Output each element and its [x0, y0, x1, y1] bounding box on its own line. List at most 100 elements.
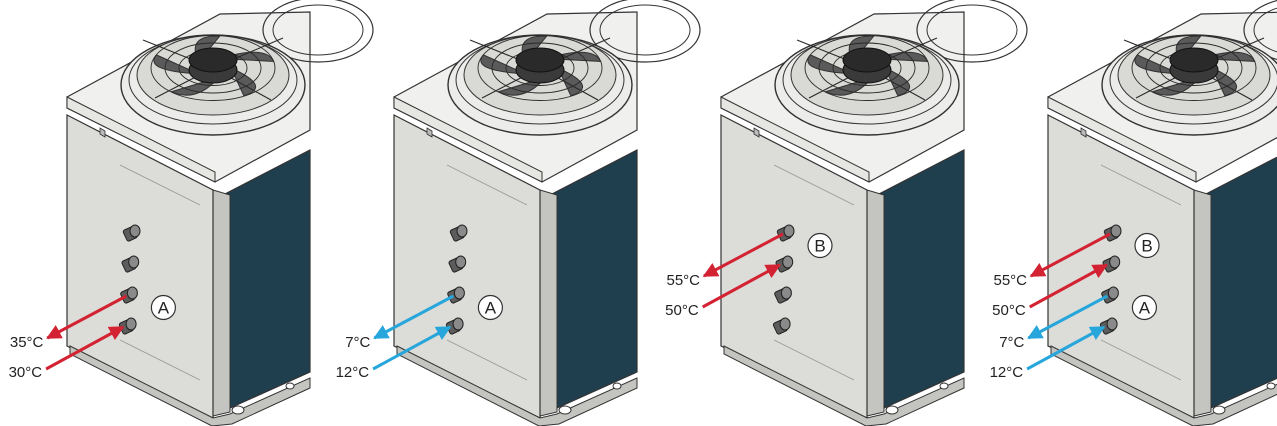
pipe-connection [445, 317, 464, 335]
outlet-temperature: 35°C [10, 334, 44, 351]
fan-ring-rear [1243, 0, 1277, 60]
pipe-connection [449, 224, 468, 242]
fan-motor-cap [188, 47, 238, 73]
heat-pump-unit-4 [1047, 0, 1277, 426]
pipe-connection [776, 224, 795, 242]
casing-notch [1080, 127, 1087, 138]
inlet-temperature: 50°C [992, 302, 1026, 319]
inlet-temperature: 50°C [665, 302, 699, 319]
pipe-stub-end [452, 317, 464, 331]
base-foot-hole [1266, 382, 1276, 390]
water-circuit-b: 55°C50°CB [665, 232, 833, 319]
fan-ring-rear [916, 0, 1028, 63]
circuit-label: B [1141, 237, 1152, 256]
base-foot-hole [612, 382, 622, 390]
casing-seam [1100, 164, 1182, 206]
fan-ring-rear [262, 0, 374, 63]
water-circuit-a: 7°C 12°C A [990, 294, 1158, 381]
outlet-temperature: 7°C [999, 334, 1024, 351]
condenser-coil [876, 149, 965, 409]
pipe-connection [774, 286, 792, 304]
casing-notch [99, 127, 106, 138]
fan-motor-cap [1169, 47, 1219, 73]
base-rail [723, 345, 965, 426]
inlet-temperature: 12°C [336, 364, 370, 381]
casing-seam [446, 339, 528, 381]
top-lip [1047, 96, 1197, 183]
pipe-stub-end [782, 255, 794, 269]
condenser-coil [222, 149, 311, 409]
fan-blade [883, 66, 911, 97]
fan-guard-wire [1145, 42, 1243, 94]
circuit-label: A [1139, 299, 1151, 318]
casing-corner [539, 189, 558, 417]
pipe-connection [448, 255, 467, 273]
pipe-stub-end [779, 317, 791, 331]
fan-ring-rear-inner [926, 4, 1018, 56]
casing-corner [866, 189, 885, 417]
fan-ring-rear [589, 0, 701, 63]
inlet-flow-arrow [1026, 325, 1106, 371]
fan-blade [1210, 66, 1238, 97]
pipe-connection [121, 255, 140, 273]
inlet-temperature: 12°C [990, 364, 1024, 381]
pipe-stub-end [780, 286, 792, 300]
outlet-flow-arrow [373, 294, 455, 340]
fan-guard-wire [150, 35, 276, 101]
outlet-temperature: 55°C [993, 272, 1027, 289]
water-circuit-a: 7°C 12°C A [336, 294, 503, 381]
pipe-stub-end [783, 224, 795, 238]
fan-guard-wire [818, 42, 916, 94]
pipe-stub-end [453, 286, 465, 300]
casing-seam [773, 339, 855, 381]
fan-blade [229, 66, 257, 97]
fan-blade [556, 66, 584, 97]
pipe-stub-end [128, 255, 140, 269]
base-rail [396, 345, 638, 426]
fan-guard-wire [491, 42, 589, 94]
top-lip [393, 96, 543, 183]
base-foot-hole [885, 405, 899, 415]
water-circuit-a: 35°C30°CA [9, 294, 176, 381]
fan-ring-rear-inner [272, 4, 364, 56]
fan-ring-rear-inner [1253, 7, 1277, 53]
casing-seam [119, 164, 201, 206]
circuit-label-circle [1134, 232, 1160, 259]
heat-pump-unit-3 [720, 0, 1028, 426]
top-lip [66, 96, 216, 183]
base-rail [1050, 345, 1277, 426]
base-foot-hole [939, 382, 949, 390]
outlet-temperature: 7°C [345, 334, 370, 351]
casing-seam [773, 164, 855, 206]
circuit-label-circle [150, 294, 176, 321]
circuit-label-circle [477, 294, 503, 321]
outlet-temperature: 55°C [666, 272, 700, 289]
casing-notch [426, 127, 433, 138]
casing-seam [1100, 339, 1182, 381]
fan-guard-wire [804, 35, 930, 101]
fan-ring-rear-inner [599, 4, 691, 56]
pipe-stub-end [1107, 286, 1119, 300]
inlet-temperature: 30°C [9, 364, 43, 381]
pipe-connection [1101, 286, 1119, 304]
circuit-label: A [485, 299, 497, 318]
casing-corner [1193, 189, 1212, 417]
pipe-connection [122, 224, 141, 242]
base-foot-hole [1212, 405, 1226, 415]
outlet-flow-arrow [702, 232, 784, 278]
condenser-coil [549, 149, 638, 409]
fan-motor-cap [515, 47, 565, 73]
inlet-flow-arrow [701, 263, 782, 309]
pipe-connection [447, 286, 465, 304]
pipe-stub-end [125, 317, 137, 331]
casing-notch [753, 127, 760, 138]
pipe-stub-end [126, 286, 138, 300]
base-foot-hole [558, 405, 572, 415]
casing-seam [446, 164, 528, 206]
pipe-stub-end [456, 224, 468, 238]
pipe-stub-end [1110, 224, 1122, 238]
water-circuit-b: 55°C 50°C B [992, 232, 1160, 319]
inlet-flow-arrow [1028, 263, 1109, 309]
circuit-label-circle [1131, 294, 1158, 321]
casing-corner [212, 189, 231, 417]
